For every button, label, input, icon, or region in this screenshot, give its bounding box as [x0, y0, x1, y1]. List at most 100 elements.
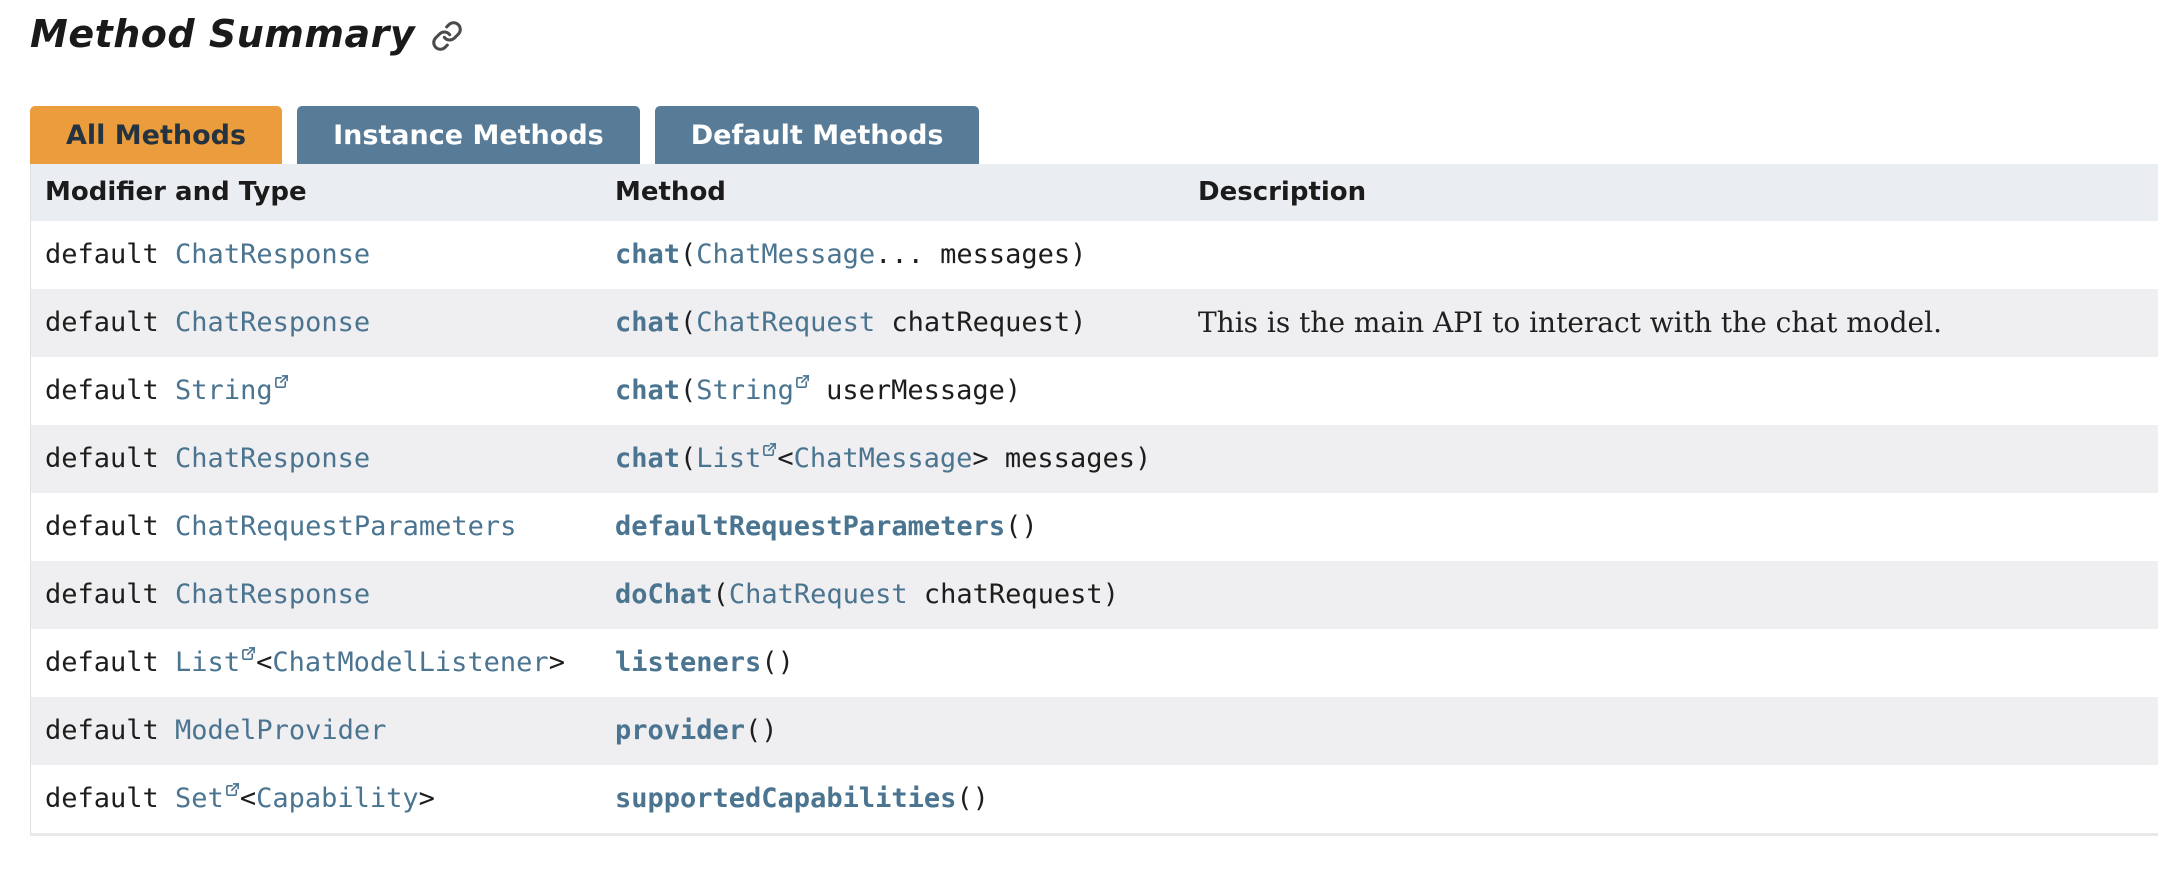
code-text: default — [45, 375, 176, 406]
type-link[interactable]: String — [175, 374, 289, 406]
method-link[interactable]: chat — [615, 307, 681, 338]
tab-all-methods[interactable]: All Methods — [30, 106, 283, 164]
page-title: Method Summary — [0, 0, 2158, 56]
method-link[interactable]: doChat — [615, 579, 713, 610]
description-cell — [1184, 493, 2158, 561]
method-cell: listeners() — [601, 629, 1184, 697]
type-link[interactable]: ChatRequest — [696, 307, 876, 338]
modifier-and-type-cell: default Set<Capability> — [31, 765, 601, 833]
code-text: chatRequest) — [875, 307, 1087, 338]
method-cell: provider() — [601, 697, 1184, 765]
method-cell: doChat(ChatRequest chatRequest) — [601, 561, 1184, 629]
table-row: default ChatRequestParameters defaultRequ… — [31, 493, 2158, 561]
code-text: () — [1005, 511, 1038, 542]
modifier-and-type-cell: default ChatRequestParameters — [31, 493, 601, 561]
tab-instance-methods[interactable]: Instance Methods — [297, 106, 640, 164]
description-cell — [1184, 221, 2158, 289]
type-link[interactable]: Capability — [256, 783, 419, 814]
external-link-icon — [225, 782, 240, 796]
code-text: () — [745, 715, 778, 746]
code-text: default — [45, 647, 176, 678]
modifier-and-type-cell: default String — [31, 357, 601, 425]
modifier-and-type-cell: default ChatResponse — [31, 289, 601, 357]
external-link-icon — [242, 646, 256, 660]
external-link-icon — [795, 374, 810, 388]
table-header-row: Modifier and Type Method Description — [31, 164, 2158, 221]
type-link[interactable]: ChatRequestParameters — [175, 511, 517, 542]
code-text: > — [548, 647, 565, 678]
method-cell: chat(String userMessage) — [601, 357, 1184, 425]
method-cell: chat(ChatRequest chatRequest) — [601, 289, 1184, 357]
type-link[interactable]: List — [696, 442, 777, 474]
table-row: default ChatResponse doChat(ChatRequest c… — [31, 561, 2158, 629]
code-text: ( — [680, 375, 697, 406]
code-text: () — [761, 647, 794, 678]
code-text: < — [777, 443, 794, 474]
tab-default-methods[interactable]: Default Methods — [654, 106, 980, 164]
code-text: < — [239, 783, 257, 814]
type-link[interactable]: List — [175, 646, 256, 678]
method-link[interactable]: listeners — [615, 647, 762, 678]
type-link[interactable]: String — [696, 374, 810, 406]
description-cell — [1184, 561, 2158, 629]
type-link[interactable]: ChatResponse — [175, 307, 371, 338]
description-cell — [1184, 697, 2158, 765]
method-cell: chat(List<ChatMessage> messages) — [601, 425, 1184, 493]
code-text: default — [45, 443, 176, 474]
method-link[interactable]: chat — [615, 239, 681, 270]
type-link[interactable]: ChatModelListener — [272, 647, 549, 678]
link-icon[interactable] — [431, 20, 463, 52]
code-text: ( — [680, 443, 697, 474]
type-link[interactable]: ChatResponse — [175, 579, 371, 610]
code-text: default — [45, 307, 176, 338]
code-text: default — [45, 511, 176, 542]
method-filter-tabs: All Methods Instance Methods Default Met… — [30, 106, 2158, 164]
type-link[interactable]: ChatMessage — [793, 443, 973, 474]
column-header-method: Method — [615, 177, 726, 207]
method-cell: supportedCapabilities() — [601, 765, 1184, 833]
code-text: > messages) — [972, 443, 1152, 474]
description-cell — [1184, 765, 2158, 833]
modifier-and-type-cell: default List<ChatModelListener> — [31, 629, 601, 697]
method-link[interactable]: defaultRequestParameters — [615, 511, 1006, 542]
method-summary-table: Modifier and Type Method Description def… — [30, 164, 2158, 836]
page-title-text: Method Summary — [30, 12, 416, 56]
code-text: ( — [680, 307, 697, 338]
code-text: () — [956, 783, 989, 814]
description-cell — [1184, 357, 2158, 425]
table-row: default List<ChatModelListener>listeners… — [31, 629, 2158, 697]
code-text: chatRequest) — [907, 579, 1119, 610]
code-text: default — [45, 715, 176, 746]
code-text: default — [45, 579, 176, 610]
code-text: default — [45, 783, 176, 814]
method-cell: chat(ChatMessage... messages) — [601, 221, 1184, 289]
type-link[interactable]: ChatRequest — [728, 579, 908, 610]
code-text: userMessage) — [809, 375, 1022, 406]
code-text: default — [45, 239, 176, 270]
type-link[interactable]: ChatResponse — [175, 239, 371, 270]
method-link[interactable]: chat — [615, 375, 681, 406]
modifier-and-type-cell: default ChatResponse — [31, 221, 601, 289]
description-cell — [1184, 425, 2158, 493]
code-text: ... messages) — [875, 239, 1087, 270]
type-link[interactable]: ChatResponse — [175, 443, 371, 474]
method-link[interactable]: provider — [615, 715, 746, 746]
method-link[interactable]: supportedCapabilities — [615, 783, 957, 814]
type-link[interactable]: ModelProvider — [175, 715, 387, 746]
type-link[interactable]: ChatMessage — [696, 239, 876, 270]
column-header-modifier-and-type: Modifier and Type — [45, 177, 307, 207]
code-text: < — [256, 647, 273, 678]
external-link-icon — [274, 374, 288, 388]
type-link[interactable]: Set — [175, 782, 240, 814]
method-link[interactable]: chat — [615, 443, 681, 474]
column-header-description: Description — [1198, 177, 1367, 207]
modifier-and-type-cell: default ChatResponse — [31, 425, 601, 493]
modifier-and-type-cell: default ModelProvider — [31, 697, 601, 765]
code-text: ( — [680, 239, 697, 270]
